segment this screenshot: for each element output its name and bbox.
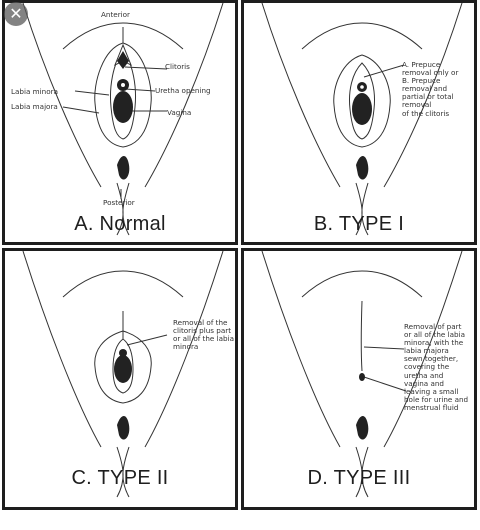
caption-normal: A. Normal	[74, 213, 166, 235]
diagram-type-ii	[22, 251, 224, 498]
diagram-type-iii	[261, 251, 463, 498]
diagram-type-i	[261, 3, 463, 236]
label-urethra-opening: Uretha opening	[155, 86, 211, 95]
label-posterior: Posterior	[103, 198, 135, 207]
diagram-normal	[22, 3, 224, 236]
label-anterior: Anterior	[101, 10, 131, 19]
panel-type-iii: Removal of part or all of the labia mino…	[241, 248, 477, 510]
label-vagina: Vagina	[167, 108, 192, 117]
caption-type-i: B. TYPE I	[313, 213, 405, 235]
caption-type-iii: D. TYPE III	[307, 467, 411, 489]
note-type-i: A. Prepuce removal only or B. Prepuce re…	[402, 60, 459, 118]
panel-type-i: A. Prepuce removal only or B. Prepuce re…	[241, 0, 477, 245]
label-clitoris: Clitoris	[165, 62, 190, 71]
label-labia-minora: Labia minora	[11, 87, 58, 96]
panel-normal: Anterior Clitoris Uretha opening Vagina …	[2, 0, 238, 245]
note-type-ii: Removal of the clitoris plus part or all…	[173, 318, 234, 352]
panel-type-ii: Removal of the clitoris plus part or all…	[2, 248, 238, 510]
close-icon[interactable]: ✕	[4, 2, 28, 26]
note-type-iii: Removal of part or all of the labia mino…	[404, 322, 469, 412]
label-labia-majora: Labia majora	[11, 102, 58, 111]
caption-type-ii: C. TYPE II	[71, 467, 169, 489]
